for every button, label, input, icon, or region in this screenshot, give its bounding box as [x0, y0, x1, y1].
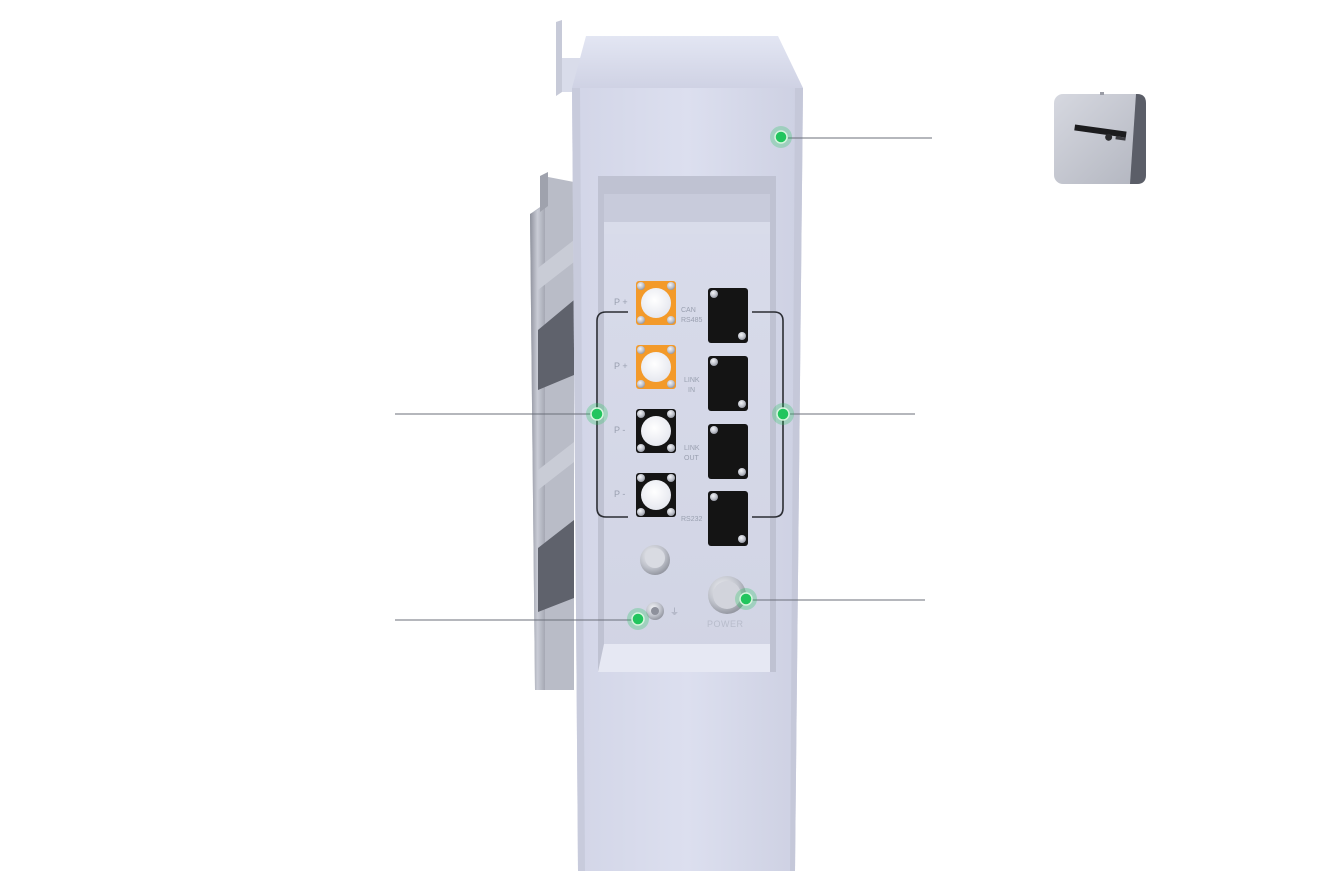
pressure-vent — [640, 545, 670, 575]
hotspot-enclosure[interactable] — [770, 126, 792, 148]
green-dot-icon — [590, 407, 604, 421]
connector-panel — [598, 176, 776, 672]
hotspot-communication-ports[interactable] — [772, 403, 794, 425]
green-dot-icon — [774, 130, 788, 144]
battery-connector-negative-2[interactable]: P - — [614, 473, 676, 517]
port-label-line2: RS485 — [681, 317, 703, 324]
battery-connector-positive-1[interactable]: P + — [614, 281, 676, 325]
connector-symbol: P - — [614, 489, 625, 499]
green-dot-icon — [739, 592, 753, 606]
port-label-line2: IN — [688, 387, 695, 394]
communication-ports: CAN RS485 LINK IN LINK OUT RS232 — [681, 288, 748, 546]
port-label-line1: LINK — [684, 377, 700, 384]
heatsink-fins — [530, 172, 574, 690]
battery-connector-positive-2[interactable]: P + — [614, 345, 676, 389]
ground-terminal: ⏚ — [646, 602, 679, 620]
port-label-line2: RS232 — [681, 516, 703, 523]
battery-connector-negative-1[interactable]: P - — [614, 409, 676, 453]
power-label: POWER — [707, 619, 744, 629]
port-link-out[interactable]: LINK OUT — [684, 424, 748, 479]
port-rs232[interactable]: RS232 — [681, 491, 748, 546]
green-dot-icon — [776, 407, 790, 421]
port-label-line2: OUT — [684, 455, 700, 462]
port-link-in[interactable]: LINK IN — [684, 356, 748, 411]
hotspot-ground-terminal[interactable] — [627, 608, 649, 630]
device-thumbnail-icon[interactable] — [1054, 92, 1146, 184]
power-button[interactable]: POWER — [707, 576, 746, 629]
green-dot-icon — [631, 612, 645, 626]
port-label-line1: LINK — [684, 445, 700, 452]
hotspot-battery-connectors[interactable] — [586, 403, 608, 425]
battery-connectors: P + P + P - P - — [614, 281, 676, 517]
connector-symbol: P + — [614, 361, 628, 371]
ground-symbol-icon: ⏚ — [670, 607, 679, 617]
connector-symbol: P + — [614, 297, 628, 307]
connector-symbol: P - — [614, 425, 625, 435]
hotspot-power-button[interactable] — [735, 588, 757, 610]
port-can-rs485[interactable]: CAN RS485 — [681, 288, 748, 343]
port-label-line1: CAN — [681, 307, 696, 314]
